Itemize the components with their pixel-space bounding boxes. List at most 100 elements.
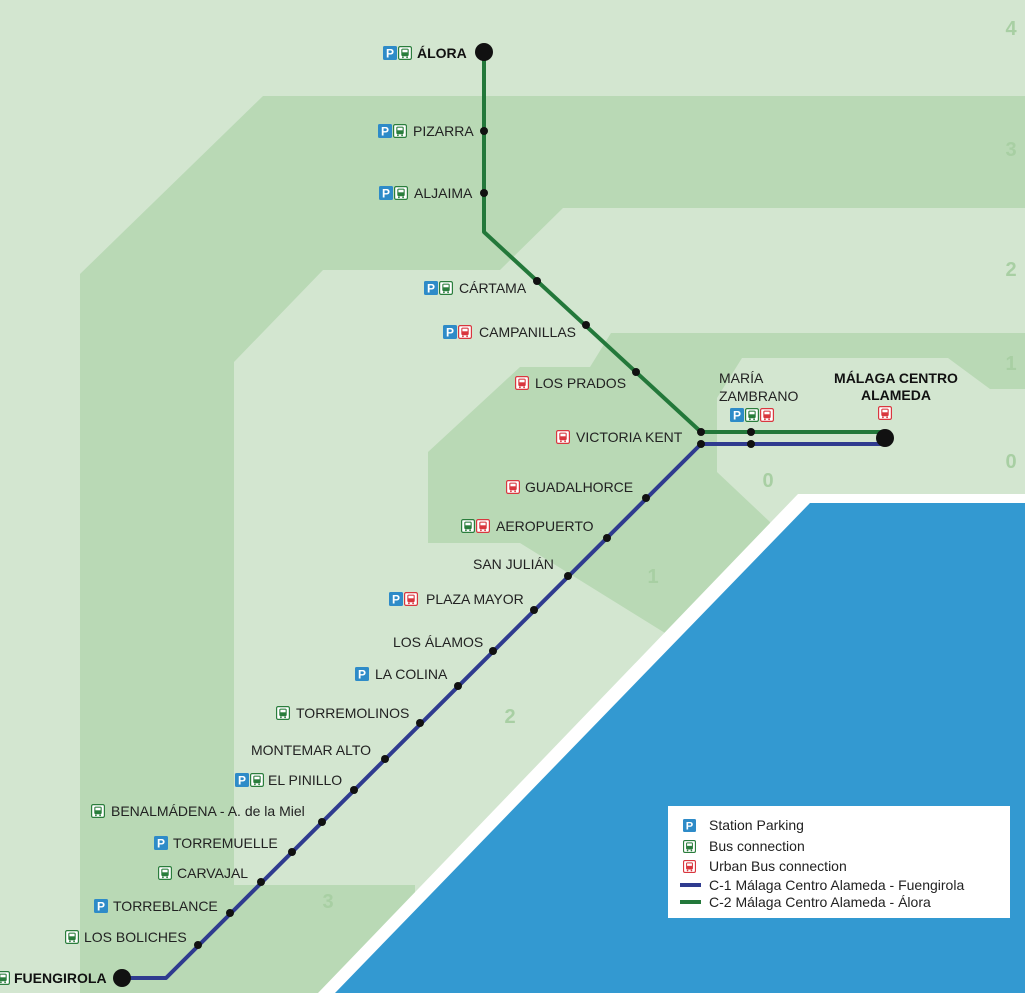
- legend-bus: Bus connection: [709, 838, 805, 854]
- station-torremuelle[interactable]: TORREMUELLE: [154, 835, 278, 851]
- dot-maria-zambrano-c2[interactable]: [747, 428, 755, 436]
- station-aljaima[interactable]: ALJAIMA: [379, 185, 473, 201]
- dot-los-prados[interactable]: [632, 368, 640, 376]
- station-label: CARVAJAL: [177, 865, 248, 881]
- parking-icon: [443, 325, 457, 339]
- station-label: FUENGIROLA: [14, 970, 107, 986]
- bus-icon: [439, 281, 453, 295]
- line-c2: [482, 52, 885, 434]
- station-victoria-kent[interactable]: VICTORIA KENT: [556, 429, 683, 445]
- zone-label-3-inner: 3: [322, 891, 333, 913]
- dot-el-pinillo[interactable]: [350, 786, 358, 794]
- station-aeropuerto[interactable]: AEROPUERTO: [461, 518, 594, 534]
- station-label: LOS ÁLAMOS: [393, 634, 483, 650]
- station-los-prados[interactable]: LOS PRADOS: [515, 375, 626, 391]
- station-cartama[interactable]: CÁRTAMA: [424, 280, 527, 296]
- dot-carvajal[interactable]: [257, 878, 265, 886]
- station-la-colina[interactable]: LA COLINA: [355, 666, 448, 682]
- station-maria-zambrano[interactable]: MARÍA ZAMBRANO: [719, 370, 798, 423]
- station-carvajal[interactable]: CARVAJAL: [158, 865, 249, 881]
- station-montemar-alto[interactable]: MONTEMAR ALTO: [251, 742, 371, 758]
- station-label-line2: ZAMBRANO: [719, 388, 798, 404]
- parking-icon: [383, 46, 397, 60]
- station-label: CÁRTAMA: [459, 280, 527, 296]
- station-label: TORREMOLINOS: [296, 705, 409, 721]
- station-plaza-mayor[interactable]: PLAZA MAYOR: [389, 591, 524, 607]
- zone-label-4: 4: [1005, 18, 1017, 40]
- station-campanillas[interactable]: CAMPANILLAS: [443, 324, 576, 340]
- station-pizarra[interactable]: PIZARRA: [378, 123, 474, 139]
- bus-icon: [683, 840, 696, 853]
- parking-icon: [389, 592, 403, 606]
- parking-icon: [378, 124, 392, 138]
- bus-icon: [398, 46, 412, 60]
- dot-los-alamos[interactable]: [489, 647, 497, 655]
- bus-icon: [394, 186, 408, 200]
- station-fuengirola[interactable]: FUENGIROLA: [0, 970, 107, 986]
- dot-san-julian[interactable]: [564, 572, 572, 580]
- dot-cartama[interactable]: [533, 277, 541, 285]
- dot-la-colina[interactable]: [454, 682, 462, 690]
- dot-aeropuerto[interactable]: [603, 534, 611, 542]
- bus-icon: [461, 519, 475, 533]
- dot-plaza-mayor[interactable]: [530, 606, 538, 614]
- zone-label-2: 2: [1005, 259, 1016, 281]
- station-label: SAN JULIÁN: [473, 556, 554, 572]
- dot-maria-zambrano-c1[interactable]: [747, 440, 755, 448]
- dot-victoria-kent-c1[interactable]: [697, 440, 705, 448]
- bus-icon: [393, 124, 407, 138]
- station-dots: [194, 127, 755, 949]
- dot-montemar-alto[interactable]: [381, 755, 389, 763]
- station-los-alamos[interactable]: LOS ÁLAMOS: [393, 634, 483, 650]
- dot-guadalhorce[interactable]: [642, 494, 650, 502]
- station-label: GUADALHORCE: [525, 479, 633, 495]
- station-los-boliches[interactable]: LOS BOLICHES: [65, 929, 187, 945]
- zone-label-3: 3: [1005, 139, 1016, 161]
- dot-campanillas[interactable]: [582, 321, 590, 329]
- dot-benalmadena[interactable]: [318, 818, 326, 826]
- dot-los-boliches[interactable]: [194, 941, 202, 949]
- bus-icon: [91, 804, 105, 818]
- terminus-malaga-centro[interactable]: [876, 429, 894, 447]
- urban-bus-icon: [683, 860, 696, 873]
- station-torreblance[interactable]: TORREBLANCE: [94, 898, 218, 914]
- station-malaga-centro-alameda[interactable]: MÁLAGA CENTRO ALAMEDA: [834, 370, 958, 420]
- urban-bus-icon: [458, 325, 472, 339]
- dot-torreblance[interactable]: [226, 909, 234, 917]
- station-san-julian[interactable]: SAN JULIÁN: [473, 556, 554, 572]
- station-label: PIZARRA: [413, 123, 474, 139]
- station-label: MONTEMAR ALTO: [251, 742, 371, 758]
- legend-urban-bus: Urban Bus connection: [709, 858, 847, 874]
- parking-icon: [94, 899, 108, 913]
- station-guadalhorce[interactable]: GUADALHORCE: [506, 479, 634, 495]
- station-label: CAMPANILLAS: [479, 324, 576, 340]
- urban-bus-icon: [515, 376, 529, 390]
- dot-victoria-kent-c2[interactable]: [697, 428, 705, 436]
- urban-bus-icon: [506, 480, 520, 494]
- zone-label-0-east: 0: [1005, 451, 1016, 473]
- urban-bus-icon: [404, 592, 418, 606]
- station-el-pinillo[interactable]: EL PINILLO: [235, 772, 342, 788]
- urban-bus-icon: [556, 430, 570, 444]
- station-label: ÁLORA: [417, 45, 467, 61]
- dot-pizarra[interactable]: [480, 127, 488, 135]
- station-label: LOS PRADOS: [535, 375, 626, 391]
- station-benalmadena[interactable]: BENALMÁDENA - A. de la Miel: [91, 803, 305, 819]
- urban-bus-icon: [878, 406, 892, 420]
- station-label: AEROPUERTO: [496, 518, 594, 534]
- station-label: LA COLINA: [375, 666, 448, 682]
- terminus-fuengirola[interactable]: [113, 969, 131, 987]
- parking-icon: [683, 819, 696, 832]
- station-torremolinos[interactable]: TORREMOLINOS: [276, 705, 410, 721]
- urban-bus-icon: [476, 519, 490, 533]
- terminus-alora[interactable]: [475, 43, 493, 61]
- zone-label-0: 0: [762, 470, 773, 492]
- dot-torremolinos[interactable]: [416, 719, 424, 727]
- parking-icon: [154, 836, 168, 850]
- dot-torremuelle[interactable]: [288, 848, 296, 856]
- station-alora[interactable]: ÁLORA: [383, 45, 467, 61]
- zone-label-2-inner: 2: [504, 706, 515, 728]
- station-label: TORREBLANCE: [113, 898, 218, 914]
- dot-aljaima[interactable]: [480, 189, 488, 197]
- bus-icon: [250, 773, 264, 787]
